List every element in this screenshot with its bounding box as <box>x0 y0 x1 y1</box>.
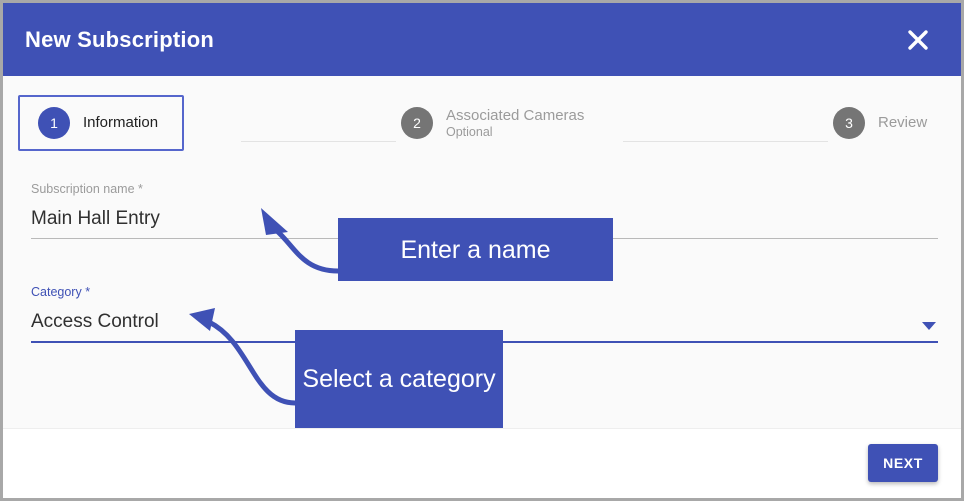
stepper-step-associated-cameras[interactable]: 2 Associated Cameras Optional <box>401 95 584 151</box>
subscription-name-input[interactable]: Main Hall Entry <box>31 207 160 229</box>
step-label: Information <box>83 114 159 132</box>
subscription-name-value-row: Main Hall Entry <box>31 208 938 239</box>
subscription-name-field[interactable]: Subscription name * Main Hall Entry <box>31 182 938 240</box>
category-select-value[interactable]: Access Control <box>31 310 159 332</box>
category-value-row: Access Control <box>31 311 938 342</box>
category-field[interactable]: Category * Access Control <box>31 285 938 344</box>
step-sublabel: Optional <box>446 124 493 139</box>
subscription-name-underline <box>31 238 938 240</box>
category-label: Category * <box>31 285 91 299</box>
category-underline <box>31 341 938 344</box>
step-number-badge: 1 <box>38 107 70 139</box>
step-text: Associated Cameras Optional <box>446 107 584 140</box>
subscription-name-label: Subscription name * <box>31 182 143 196</box>
step-number-badge: 3 <box>833 107 865 139</box>
step-number-badge: 2 <box>401 107 433 139</box>
step-label: Associated Cameras <box>446 106 585 124</box>
stepper-connector-2 <box>623 141 828 142</box>
chevron-down-icon[interactable] <box>922 322 936 341</box>
step-text: Information <box>83 114 158 131</box>
stepper: 1 Information 2 Associated Cameras Optio… <box>3 95 961 151</box>
step-text: Review <box>878 114 927 131</box>
stepper-step-information[interactable]: 1 Information <box>18 95 185 151</box>
dialog-footer: NEXT <box>3 428 961 498</box>
dialog-header: New Subscription <box>3 3 961 76</box>
stepper-step-review[interactable]: 3 Review <box>833 95 927 151</box>
stepper-connector-1 <box>241 141 396 142</box>
step-label: Review <box>878 114 928 132</box>
dialog-title: New Subscription <box>25 26 214 52</box>
dialog-body: 1 Information 2 Associated Cameras Optio… <box>3 76 961 428</box>
close-icon[interactable] <box>901 23 935 57</box>
next-button[interactable]: NEXT <box>868 444 938 482</box>
